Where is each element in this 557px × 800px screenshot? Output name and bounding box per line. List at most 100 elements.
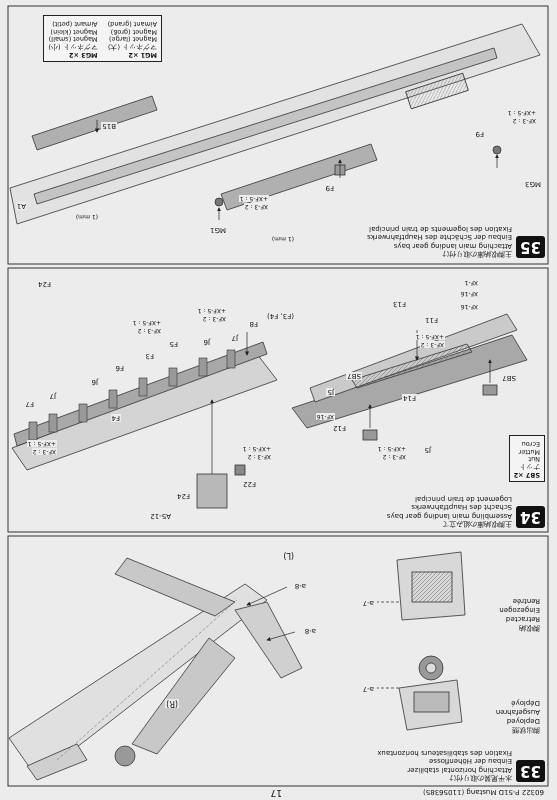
step-header: 34 主脚収納庫の組み立てAssembling main landing gear… xyxy=(387,494,545,528)
part-label: SB7 xyxy=(501,374,517,382)
part-label: F9 xyxy=(325,184,335,192)
part-label: XF-16 xyxy=(316,413,335,420)
part-label: 17 xyxy=(270,788,283,798)
parts-text: Magnet (large) xyxy=(108,35,157,43)
part-label: (1 mm) xyxy=(271,235,295,242)
parts-text: Magnet (klein) xyxy=(48,27,97,35)
parts-text: MG3 ×2 xyxy=(48,50,97,58)
part-label: XF-1 xyxy=(463,279,479,286)
parts-text: Ecrou xyxy=(514,439,540,447)
part-label: +XF-5 : 1 xyxy=(507,109,537,116)
part-label: F9 xyxy=(475,130,485,138)
part-label: XF-3 : 2 xyxy=(512,117,537,124)
part-label: Déployé xyxy=(510,699,541,707)
part-label: XF-16 xyxy=(460,290,479,297)
part-label: F22 xyxy=(242,480,257,488)
part-label: F12 xyxy=(332,424,347,432)
part-label: +XF-5 : 1 xyxy=(415,333,445,340)
parts-text: Magnet (small) xyxy=(48,35,97,43)
part-label: F6 xyxy=(115,364,125,372)
part-label: +XF-5 : 1 xyxy=(377,445,407,452)
part-label: F4 xyxy=(111,414,121,422)
part-label: F13 xyxy=(392,300,407,308)
part-label: XF-3 : 2 xyxy=(32,448,57,455)
parts-text: Mutter xyxy=(514,447,540,455)
part-label: XF-3 : 2 xyxy=(247,453,272,460)
step-title: 主脚収納庫の組み立て xyxy=(387,520,512,528)
part-label: Eingezogen xyxy=(498,606,541,614)
part-label: XF-3 : 2 xyxy=(420,341,445,348)
part-label: F5 xyxy=(169,340,179,348)
parts-text: Magnet (groß) xyxy=(108,27,157,35)
parts-text: マグネット (小) xyxy=(48,42,97,50)
part-label: J6 xyxy=(202,338,211,346)
part-label: (L) xyxy=(282,551,295,560)
part-label: F7 xyxy=(25,400,35,408)
parts-text: SB7 ×2 xyxy=(514,470,540,478)
step-title: Fixation des stabilisateurs horizontaux xyxy=(377,748,512,756)
part-label: +XF-5 : 1 xyxy=(239,195,269,202)
part-label: XF-16 xyxy=(460,303,479,310)
parts-text: Nut xyxy=(514,455,540,463)
part-label: Ausgefahren xyxy=(495,708,541,716)
step-header: 35 主脚収納庫の取り付けAttaching main landing gear … xyxy=(367,224,545,258)
parts-text: Aimant (grand) xyxy=(108,19,157,27)
part-label: J7 xyxy=(48,392,57,400)
step-title: Logement de train principal xyxy=(387,494,512,502)
part-label: 脚出状態 xyxy=(511,726,541,734)
step-title: 水平尾翼の取り付け xyxy=(377,774,512,782)
step-header: 33 水平尾翼の取り付けAttaching horizontal stabiliz… xyxy=(377,748,545,782)
part-label: A1 xyxy=(16,202,27,210)
part-label: XF-3 : 2 xyxy=(137,327,162,334)
parts-text: MG1 ×2 xyxy=(108,50,157,58)
part-label: +XF-5 : 1 xyxy=(242,445,272,452)
part-label: B15 xyxy=(101,122,117,130)
part-label: J6 xyxy=(90,378,99,386)
step-number: 33 xyxy=(516,760,545,782)
part-label: F24 xyxy=(37,280,52,288)
part-label: Rentrée xyxy=(512,597,541,605)
step-title: Attaching horizontal stabilizer xyxy=(377,765,512,773)
part-label: Deployed xyxy=(506,717,541,725)
step-title: Einbau der Höhenflosse xyxy=(377,757,512,765)
part-label: a-7 xyxy=(362,599,375,607)
part-label: a-8 xyxy=(294,582,307,590)
part-label: F24 xyxy=(176,492,191,500)
part-label: (F3, F4) xyxy=(266,312,295,320)
step-title: Einbau der Schächte des Hauptfahrwerks xyxy=(367,233,512,241)
part-label: MG3 xyxy=(524,180,542,188)
part-label: a-8 xyxy=(304,627,317,635)
part-label: XF-3 : 2 xyxy=(382,453,407,460)
part-label: 60322 P-51D Mustang (11056385) xyxy=(422,788,545,796)
part-label: Retracted xyxy=(505,615,541,623)
part-label: F11 xyxy=(424,316,439,324)
part-label: (R) xyxy=(165,699,179,708)
parts-text: マグネット (大) xyxy=(108,42,157,50)
parts-box: MG1 ×2マグネット (大)Magnet (large)Magnet (gro… xyxy=(43,15,162,62)
part-label: (1 mm) xyxy=(75,213,99,220)
step-title: Fixation des logements de train principa… xyxy=(367,224,512,232)
step-title: Schacht des Hauptfahrwerks xyxy=(387,503,512,511)
part-label: F14 xyxy=(402,394,417,402)
step-number: 35 xyxy=(516,236,545,258)
part-label: +XF-5 : 1 xyxy=(197,307,227,314)
part-label: J5 xyxy=(326,388,335,396)
part-label: MG1 xyxy=(209,226,227,234)
part-label: +XF-5 : 1 xyxy=(27,440,57,447)
part-label: +XF-5 : 1 xyxy=(132,319,162,326)
part-label: 脚収納 xyxy=(518,624,541,632)
step-title: Attaching main landing gear bays xyxy=(367,241,512,249)
part-label: XF-3 : 2 xyxy=(244,203,269,210)
parts-box: SB7 ×2ナットNutMutterEcrou xyxy=(509,435,545,482)
step-title: 主脚収納庫の取り付け xyxy=(367,250,512,258)
parts-text: Aimant (petit) xyxy=(48,19,97,27)
step-title: Assembling main landing gear bays xyxy=(387,511,512,519)
part-label: J5 xyxy=(423,446,432,454)
part-label: XF-3 : 2 xyxy=(202,315,227,322)
step-number: 34 xyxy=(516,506,545,528)
parts-text: ナット xyxy=(514,462,540,470)
part-label: F8 xyxy=(249,320,259,328)
part-label: J7 xyxy=(230,334,239,342)
